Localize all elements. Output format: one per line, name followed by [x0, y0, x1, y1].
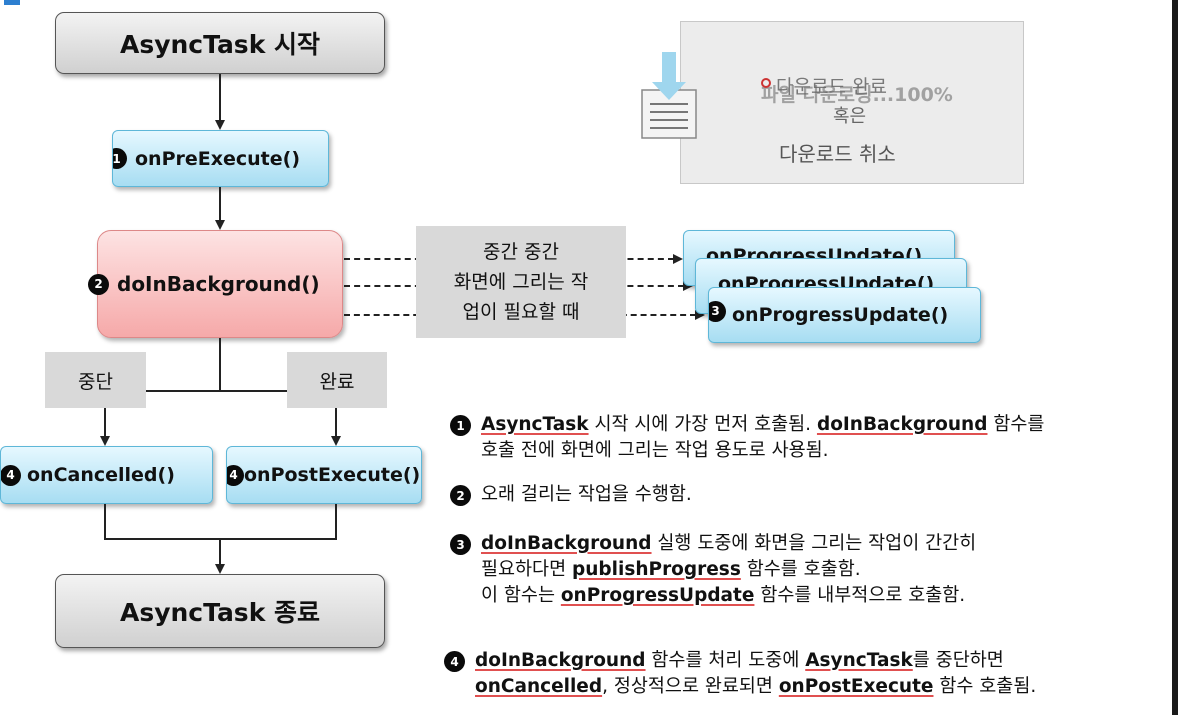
description-text: AsyncTask 시작 시에 가장 먼저 호출됨. doInBackgroun… [481, 412, 1044, 464]
step-badge: 4 [1, 464, 21, 486]
on-pre-execute-label: onPreExecute() [135, 147, 301, 170]
on-progress-update-label: onProgressUpdate() [732, 304, 949, 326]
description-segment: 를 중단하면 [912, 650, 1004, 671]
step-badge: 4 [227, 464, 244, 486]
complete-label: 완료 [319, 370, 355, 393]
arrowhead [215, 220, 225, 230]
step-badge: 3 [450, 534, 471, 555]
description-segment: 함수를 [987, 414, 1045, 435]
arrowhead [683, 281, 693, 291]
description-line: 필요하다면 publishProgress 함수를 호출함. [481, 557, 976, 583]
step-badge: 2 [450, 485, 471, 506]
description-4: 4 doInBackground 함수를 처리 도중에 AsyncTask를 중단… [444, 648, 1172, 700]
step-badge: 1 [113, 148, 127, 169]
description-segment: 실행 도중에 화면을 그리는 작업이 간간히 [651, 533, 977, 554]
download-preview-panel: 파일 다운로딩...100% 다운로드 완료 혹은 다운로드 취소 [641, 21, 1024, 184]
arrowhead [673, 254, 683, 264]
on-cancelled-label: onCancelled() [27, 464, 175, 486]
cancel-label: 중단 [78, 370, 113, 393]
description-1: 1 AsyncTask 시작 시에 가장 먼저 호출됨. doInBackgrou… [450, 412, 1172, 464]
description-text: doInBackground 함수를 처리 도중에 AsyncTask를 중단하… [475, 648, 1036, 700]
description-segment: 이 함수는 [481, 585, 561, 606]
step-badge: 2 [88, 273, 109, 295]
description-line: doInBackground 실행 도중에 화면을 그리는 작업이 간간히 [481, 531, 976, 557]
description-segment: , 정상적으로 완료되면 [602, 676, 779, 697]
start-label: AsyncTask 시작 [119, 30, 321, 59]
middle-note-line: 업이 필요할 때 [462, 301, 580, 323]
code-term: doInBackground [481, 533, 652, 554]
arrowhead [215, 564, 225, 574]
description-segment: 함수를 처리 도중에 [645, 650, 806, 671]
middle-note-line: 중간 중간 [483, 241, 559, 263]
description-text: 오래 걸리는 작업을 수행함. [481, 482, 692, 508]
end-label: AsyncTask 종료 [119, 598, 321, 627]
description-line: 이 함수는 onProgressUpdate 함수를 내부적으로 호출함. [481, 583, 976, 609]
file-download-icon [638, 52, 700, 142]
connector [335, 504, 337, 540]
connector [219, 187, 221, 222]
middle-note-line: 화면에 그리는 작 [453, 271, 589, 293]
download-cancel-text: 다운로드 취소 [779, 142, 896, 166]
code-term: onCancelled [475, 676, 603, 697]
description-segment: 호출 전에 화면에 그리는 작업 용도로 사용됨. [481, 440, 829, 461]
step-badge: 4 [444, 651, 465, 672]
arrowhead [695, 310, 705, 320]
connector [335, 390, 337, 438]
cursor-indicator-icon [761, 78, 771, 88]
or-text: 혹은 [833, 106, 867, 127]
asynctask-end-box: AsyncTask 종료 [55, 574, 385, 648]
description-segment: 함수를 호출함. [740, 559, 861, 580]
description-2: 2 오래 걸리는 작업을 수행함. [450, 482, 1172, 508]
connector [219, 538, 221, 566]
middle-note-box: 중간 중간 화면에 그리는 작 업이 필요할 때 [416, 226, 626, 338]
corner-accent [4, 0, 20, 5]
description-line: 오래 걸리는 작업을 수행함. [481, 482, 692, 508]
step-badge: 1 [450, 415, 471, 436]
code-term: onPostExecute [778, 676, 934, 697]
description-line: doInBackground 함수를 처리 도중에 AsyncTask를 중단하… [475, 648, 1036, 674]
code-term: onProgressUpdate [560, 585, 755, 606]
on-post-execute-label: onPostExecute() [244, 464, 421, 486]
on-cancelled-box: 4 onCancelled() [0, 446, 213, 504]
connector [104, 504, 106, 540]
on-progress-update-box: 3 onProgressUpdate() [708, 287, 981, 343]
connector [104, 390, 106, 438]
description-line: 호출 전에 화면에 그리는 작업 용도로 사용됨. [481, 438, 1044, 464]
code-term: publishProgress [571, 559, 741, 580]
connector [219, 338, 221, 392]
description-segment: 함수 호출됨. [933, 676, 1037, 697]
download-complete-text: 다운로드 완료 [776, 76, 887, 98]
on-post-execute-box: 4 onPostExecute() [226, 446, 422, 504]
description-segment: 오래 걸리는 작업을 수행함. [481, 484, 692, 505]
complete-label-box: 완료 [287, 352, 387, 408]
code-term: doInBackground [816, 414, 988, 435]
on-pre-execute-box: 1 onPreExecute() [112, 130, 329, 187]
code-term: AsyncTask [481, 414, 589, 435]
connector [104, 390, 336, 392]
arrowhead [331, 436, 341, 446]
description-segment: 필요하다면 [481, 559, 572, 580]
step-badge: 3 [709, 300, 726, 322]
arrowhead [100, 436, 110, 446]
do-in-background-label: doInBackground() [117, 272, 320, 296]
cancel-label-box: 중단 [45, 352, 146, 408]
arrowhead [215, 120, 225, 130]
code-term: AsyncTask [805, 650, 913, 671]
do-in-background-box: 2 doInBackground() [88, 230, 343, 338]
download-progress-text: 파일 다운로딩...100% [761, 84, 953, 106]
description-segment: 함수를 내부적으로 호출함. [754, 585, 966, 606]
asynctask-start-box: AsyncTask 시작 [55, 12, 385, 74]
code-term: doInBackground [475, 650, 646, 671]
connector [219, 74, 221, 122]
description-segment: 시작 시에 가장 먼저 호출됨. [588, 414, 817, 435]
description-line: onCancelled, 정상적으로 완료되면 onPostExecute 함수… [475, 674, 1036, 700]
description-line: AsyncTask 시작 시에 가장 먼저 호출됨. doInBackgroun… [481, 412, 1044, 438]
window-edge [1172, 0, 1178, 715]
